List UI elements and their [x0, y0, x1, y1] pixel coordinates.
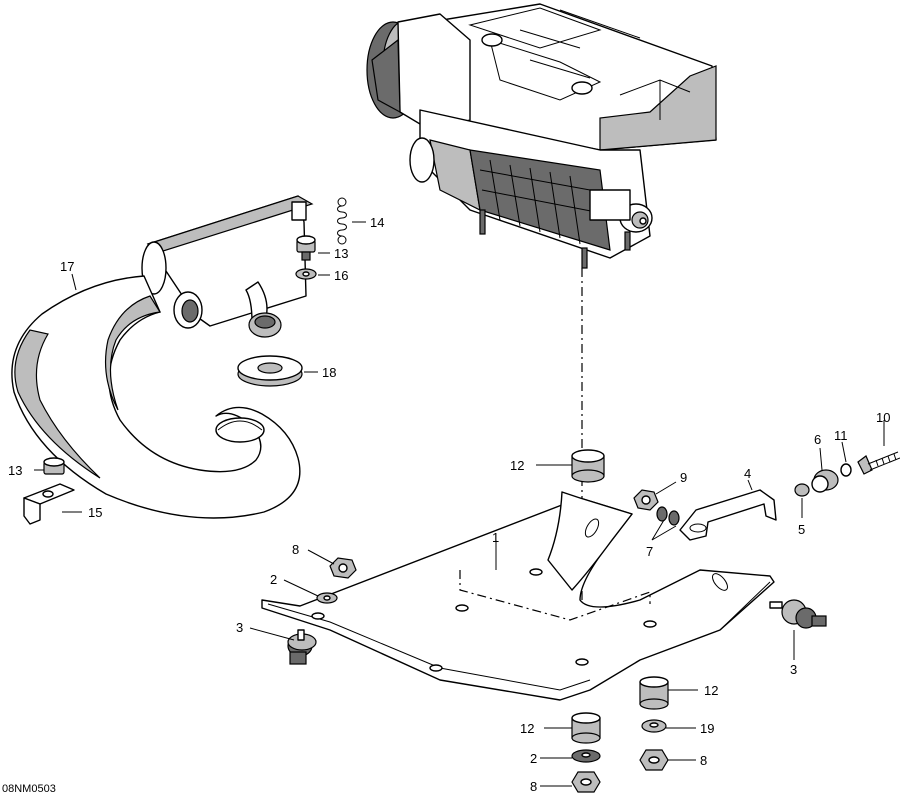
callout-1: 1	[492, 530, 499, 545]
callout-8-bottom-center: 8	[530, 779, 537, 794]
callout-16: 16	[334, 268, 348, 283]
bushing-bottom-right	[639, 676, 669, 710]
engine	[366, 3, 717, 269]
callout-3-left: 3	[236, 620, 243, 635]
nut-8-bottom-center	[571, 771, 601, 793]
callout-12-center: 12	[520, 721, 534, 736]
bushing-bottom-center	[571, 712, 601, 744]
spacer-5	[794, 483, 810, 497]
callout-13-lower: 13	[8, 463, 22, 478]
callout-17: 17	[60, 259, 74, 274]
callout-12-upper: 12	[510, 458, 524, 473]
engine-plate	[261, 491, 775, 701]
spring	[337, 197, 347, 245]
rubber-mount-right	[769, 599, 827, 629]
callout-3-right: 3	[790, 662, 797, 677]
nut-8-bottom-right	[639, 749, 669, 771]
callout-11: 11	[834, 428, 848, 443]
washer-11	[840, 463, 852, 477]
callouts: 14 13 16 17 18 13 15 12 9 4 6 11 10 5 7 …	[8, 215, 890, 794]
drawing-code: 08NM0503	[2, 783, 56, 795]
screw-lower	[43, 457, 65, 475]
exhaust-pipe	[11, 275, 301, 519]
callout-13-upper: 13	[334, 246, 348, 261]
callout-9: 9	[680, 470, 687, 485]
callout-12-right: 12	[704, 683, 718, 698]
leader-lines	[34, 221, 885, 787]
callout-5: 5	[798, 522, 805, 537]
rubber-mount-left	[287, 629, 317, 665]
nut-8-upper	[329, 557, 357, 579]
callout-15: 15	[88, 505, 102, 520]
callout-8-upper: 8	[292, 542, 299, 557]
bracket	[23, 483, 75, 525]
gasket	[237, 355, 303, 387]
lock-washers	[656, 506, 680, 526]
bracket-4	[679, 489, 777, 541]
callout-18: 18	[322, 365, 336, 380]
screw-upper	[296, 235, 316, 261]
callout-7: 7	[646, 544, 653, 559]
callout-8-bottom-right: 8	[700, 753, 707, 768]
callout-6: 6	[814, 432, 821, 447]
muffler	[141, 195, 314, 338]
callout-4: 4	[744, 466, 751, 481]
callout-14: 14	[370, 215, 384, 230]
callout-19: 19	[700, 721, 714, 736]
bolt-10	[857, 451, 900, 475]
callout-10: 10	[876, 410, 890, 425]
bushing-upper	[571, 449, 605, 483]
callout-2-upper: 2	[270, 572, 277, 587]
nut-9	[633, 489, 659, 511]
grommet-6	[811, 469, 839, 493]
callout-2-bottom: 2	[530, 751, 537, 766]
